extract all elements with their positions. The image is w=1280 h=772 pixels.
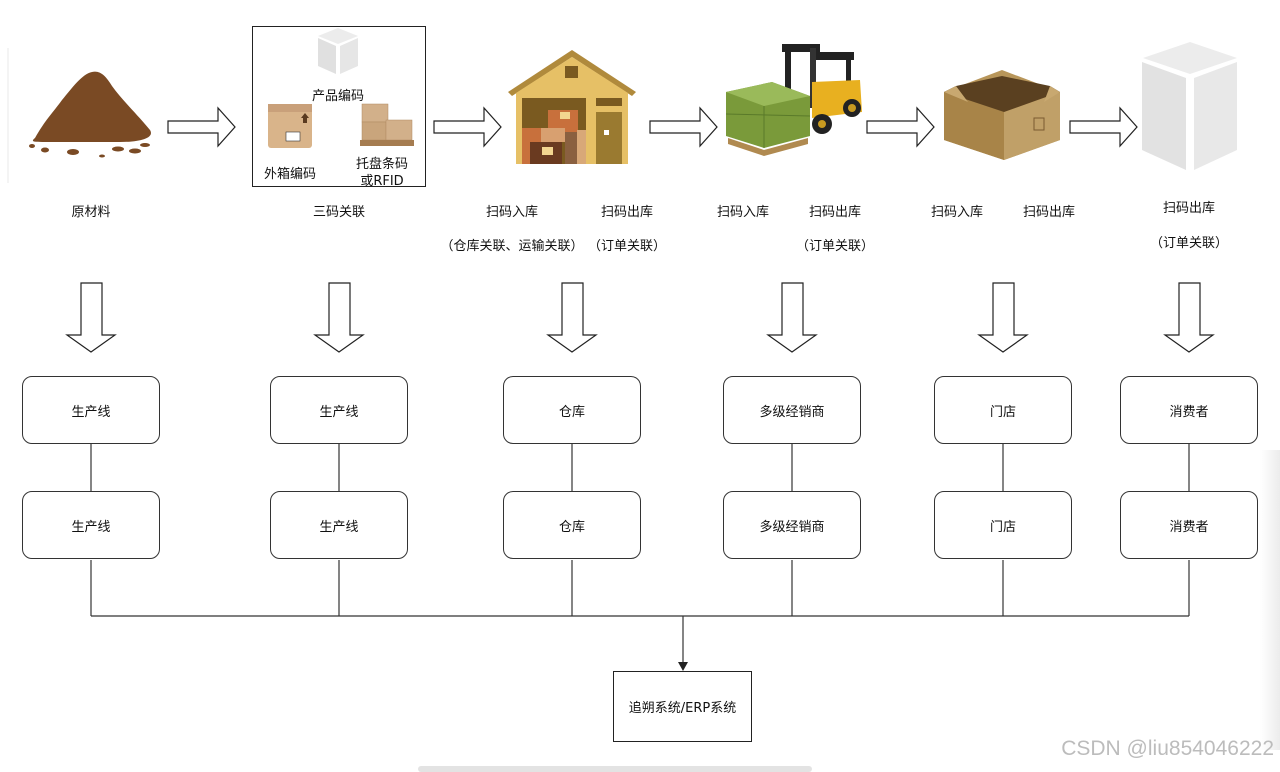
three-codes-group — [252, 26, 426, 187]
down-arrow — [313, 282, 365, 353]
warehouse-out-note: （订单关联） — [587, 239, 667, 254]
product-cube-icon — [1142, 42, 1237, 170]
node-consumer: 消费者 — [1120, 376, 1258, 444]
right-arrow — [433, 106, 502, 148]
store-scan-out-label: 扫码出库 — [1022, 205, 1076, 220]
carton-icon — [268, 104, 312, 148]
node-consumer: 消费者 — [1120, 491, 1258, 559]
warehouse-scan-out-label: 扫码出库 — [600, 205, 654, 220]
node-production-line: 生产线 — [22, 376, 160, 444]
down-arrow — [65, 282, 117, 353]
node-warehouse: 仓库 — [503, 376, 641, 444]
dealer-scan-out-label: 扫码出库 — [808, 205, 862, 220]
down-arrow — [977, 282, 1029, 353]
dealer-out-note: （订单关联） — [795, 239, 875, 254]
rfid-label: 或RFID — [360, 174, 404, 189]
right-arrow — [167, 106, 236, 148]
edge-shadow — [1260, 450, 1280, 750]
product-cube-icon-small — [318, 28, 358, 74]
node-dealer: 多级经销商 — [723, 376, 861, 444]
open-box-icon — [944, 70, 1060, 160]
forklift-pallet-icon — [725, 44, 862, 156]
down-arrow — [1163, 282, 1215, 353]
right-arrow — [866, 106, 935, 148]
node-store: 门店 — [934, 491, 1072, 559]
carton-code-label: 外箱编码 — [263, 167, 317, 182]
consumer-scan-out-label: 扫码出库 — [1162, 201, 1216, 216]
node-store: 门店 — [934, 376, 1072, 444]
down-arrow — [766, 282, 818, 353]
warehouse-scan-in-label: 扫码入库 — [485, 205, 539, 220]
stage-label-raw-material: 原材料 — [71, 205, 111, 220]
node-production-line: 生产线 — [22, 491, 160, 559]
right-arrow — [649, 106, 718, 148]
arrowhead — [678, 662, 688, 671]
watermark: CSDN @liu854046222 — [1061, 737, 1274, 760]
horizontal-scrollbar[interactable] — [418, 766, 812, 772]
pallet-stack-icon — [360, 103, 414, 146]
warehouse-in-note: （仓库关联、运输关联） — [440, 239, 584, 254]
store-scan-in-label: 扫码入库 — [930, 205, 984, 220]
node-warehouse: 仓库 — [503, 491, 641, 559]
erp-system-node: 追朔系统/ERP系统 — [613, 671, 752, 742]
dirt-pile-icon — [7, 48, 151, 183]
consumer-out-note: （订单关联） — [1149, 236, 1229, 251]
pallet-code-label: 托盘条码 — [355, 157, 409, 172]
right-arrow — [1069, 106, 1138, 148]
dealer-scan-in-label: 扫码入库 — [716, 205, 770, 220]
down-arrow — [546, 282, 598, 353]
stage-label-three-codes: 三码关联 — [312, 205, 366, 220]
node-dealer: 多级经销商 — [723, 491, 861, 559]
warehouse-icon — [508, 50, 636, 164]
node-production-line: 生产线 — [270, 376, 408, 444]
node-production-line: 生产线 — [270, 491, 408, 559]
product-code-label: 产品编码 — [311, 89, 365, 104]
